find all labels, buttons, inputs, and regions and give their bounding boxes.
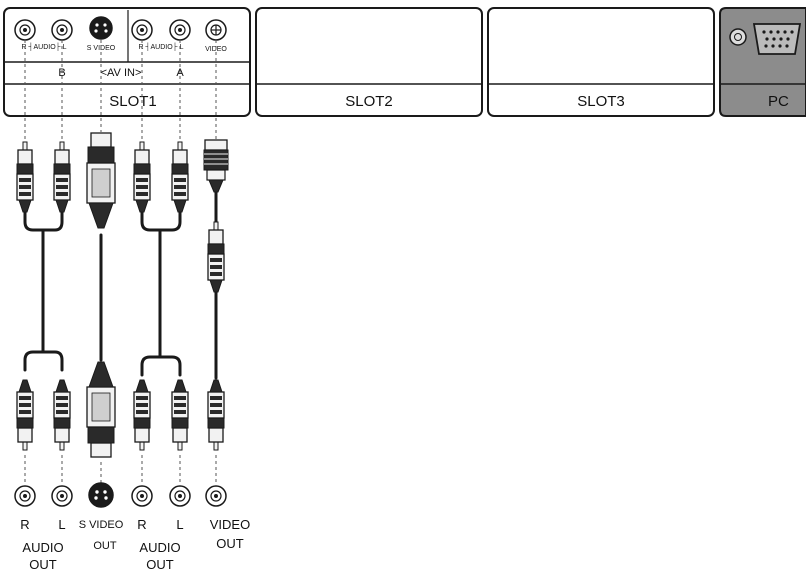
rca-jack-icon: [131, 19, 153, 41]
audio-b-label: R ┤AUDIO├ L: [22, 42, 67, 52]
audio-out-2-out-label: OUT: [146, 557, 174, 572]
rca-plug-icon: [133, 379, 151, 451]
rca-jack-icon: [14, 19, 36, 41]
rca-plug-icon: [207, 379, 225, 451]
audio-a-label: R ┤AUDIO├ L: [139, 42, 184, 52]
out-r2-label: R: [137, 517, 146, 532]
out-svideo-label: S VIDEO: [79, 519, 124, 531]
rca-jack-icon: [169, 19, 191, 41]
pc-panel: PC: [719, 7, 806, 117]
rca-plug-icon: [16, 141, 34, 213]
svideo-jack-icon: [89, 16, 113, 40]
out-l1-label: L: [58, 517, 65, 532]
out-r1-label: R: [20, 517, 29, 532]
out-l2-label: L: [176, 517, 183, 532]
rca-out-jack-icon: [51, 485, 73, 507]
rca-out-jack-icon: [205, 485, 227, 507]
bnc-jack-icon: [205, 19, 227, 41]
slot3-panel: SLOT3: [487, 7, 715, 117]
svideo-out-jack-icon: [88, 482, 114, 508]
vga-port-icon: [752, 23, 802, 55]
video-out-label: OUT: [216, 536, 244, 551]
svideo-plug-icon: [86, 361, 116, 458]
rca-out-jack-icon: [169, 485, 191, 507]
output-jacks: [14, 482, 227, 508]
plugs: [16, 132, 229, 458]
slot1-input-jacks: [14, 16, 227, 41]
rca-out-jack-icon: [131, 485, 153, 507]
rca-jack-icon: [51, 19, 73, 41]
rca-plug-icon: [171, 141, 189, 213]
dashed-guides: [24, 40, 217, 484]
rca-plug-icon: [133, 141, 151, 213]
rca-plug-icon: [207, 221, 225, 293]
slot1-label: SLOT1: [109, 93, 157, 110]
rca-plug-icon: [16, 379, 34, 451]
slot2-label: SLOT2: [345, 93, 393, 110]
rca-out-jack-icon: [14, 485, 36, 507]
pc-label: PC: [768, 93, 789, 110]
cables: [23, 188, 218, 380]
out-video-label: VIDEO: [210, 517, 250, 532]
audio-out-2-label: AUDIO: [139, 540, 180, 555]
svideo-out-label: OUT: [93, 540, 117, 552]
rca-plug-icon: [53, 141, 71, 213]
pc-screw-icon: [729, 28, 747, 46]
audio-out-1-out-label: OUT: [29, 557, 57, 572]
slot2-panel: SLOT2: [255, 7, 483, 117]
bnc-plug-icon: [203, 139, 229, 193]
av-in-label: <AV IN>: [101, 67, 142, 79]
slot3-label: SLOT3: [577, 93, 625, 110]
rca-plug-icon: [53, 379, 71, 451]
svideo-plug-icon: [86, 132, 116, 229]
video-input-label: VIDEO: [205, 46, 227, 53]
rca-plug-icon: [171, 379, 189, 451]
audio-out-1-label: AUDIO: [22, 540, 63, 555]
